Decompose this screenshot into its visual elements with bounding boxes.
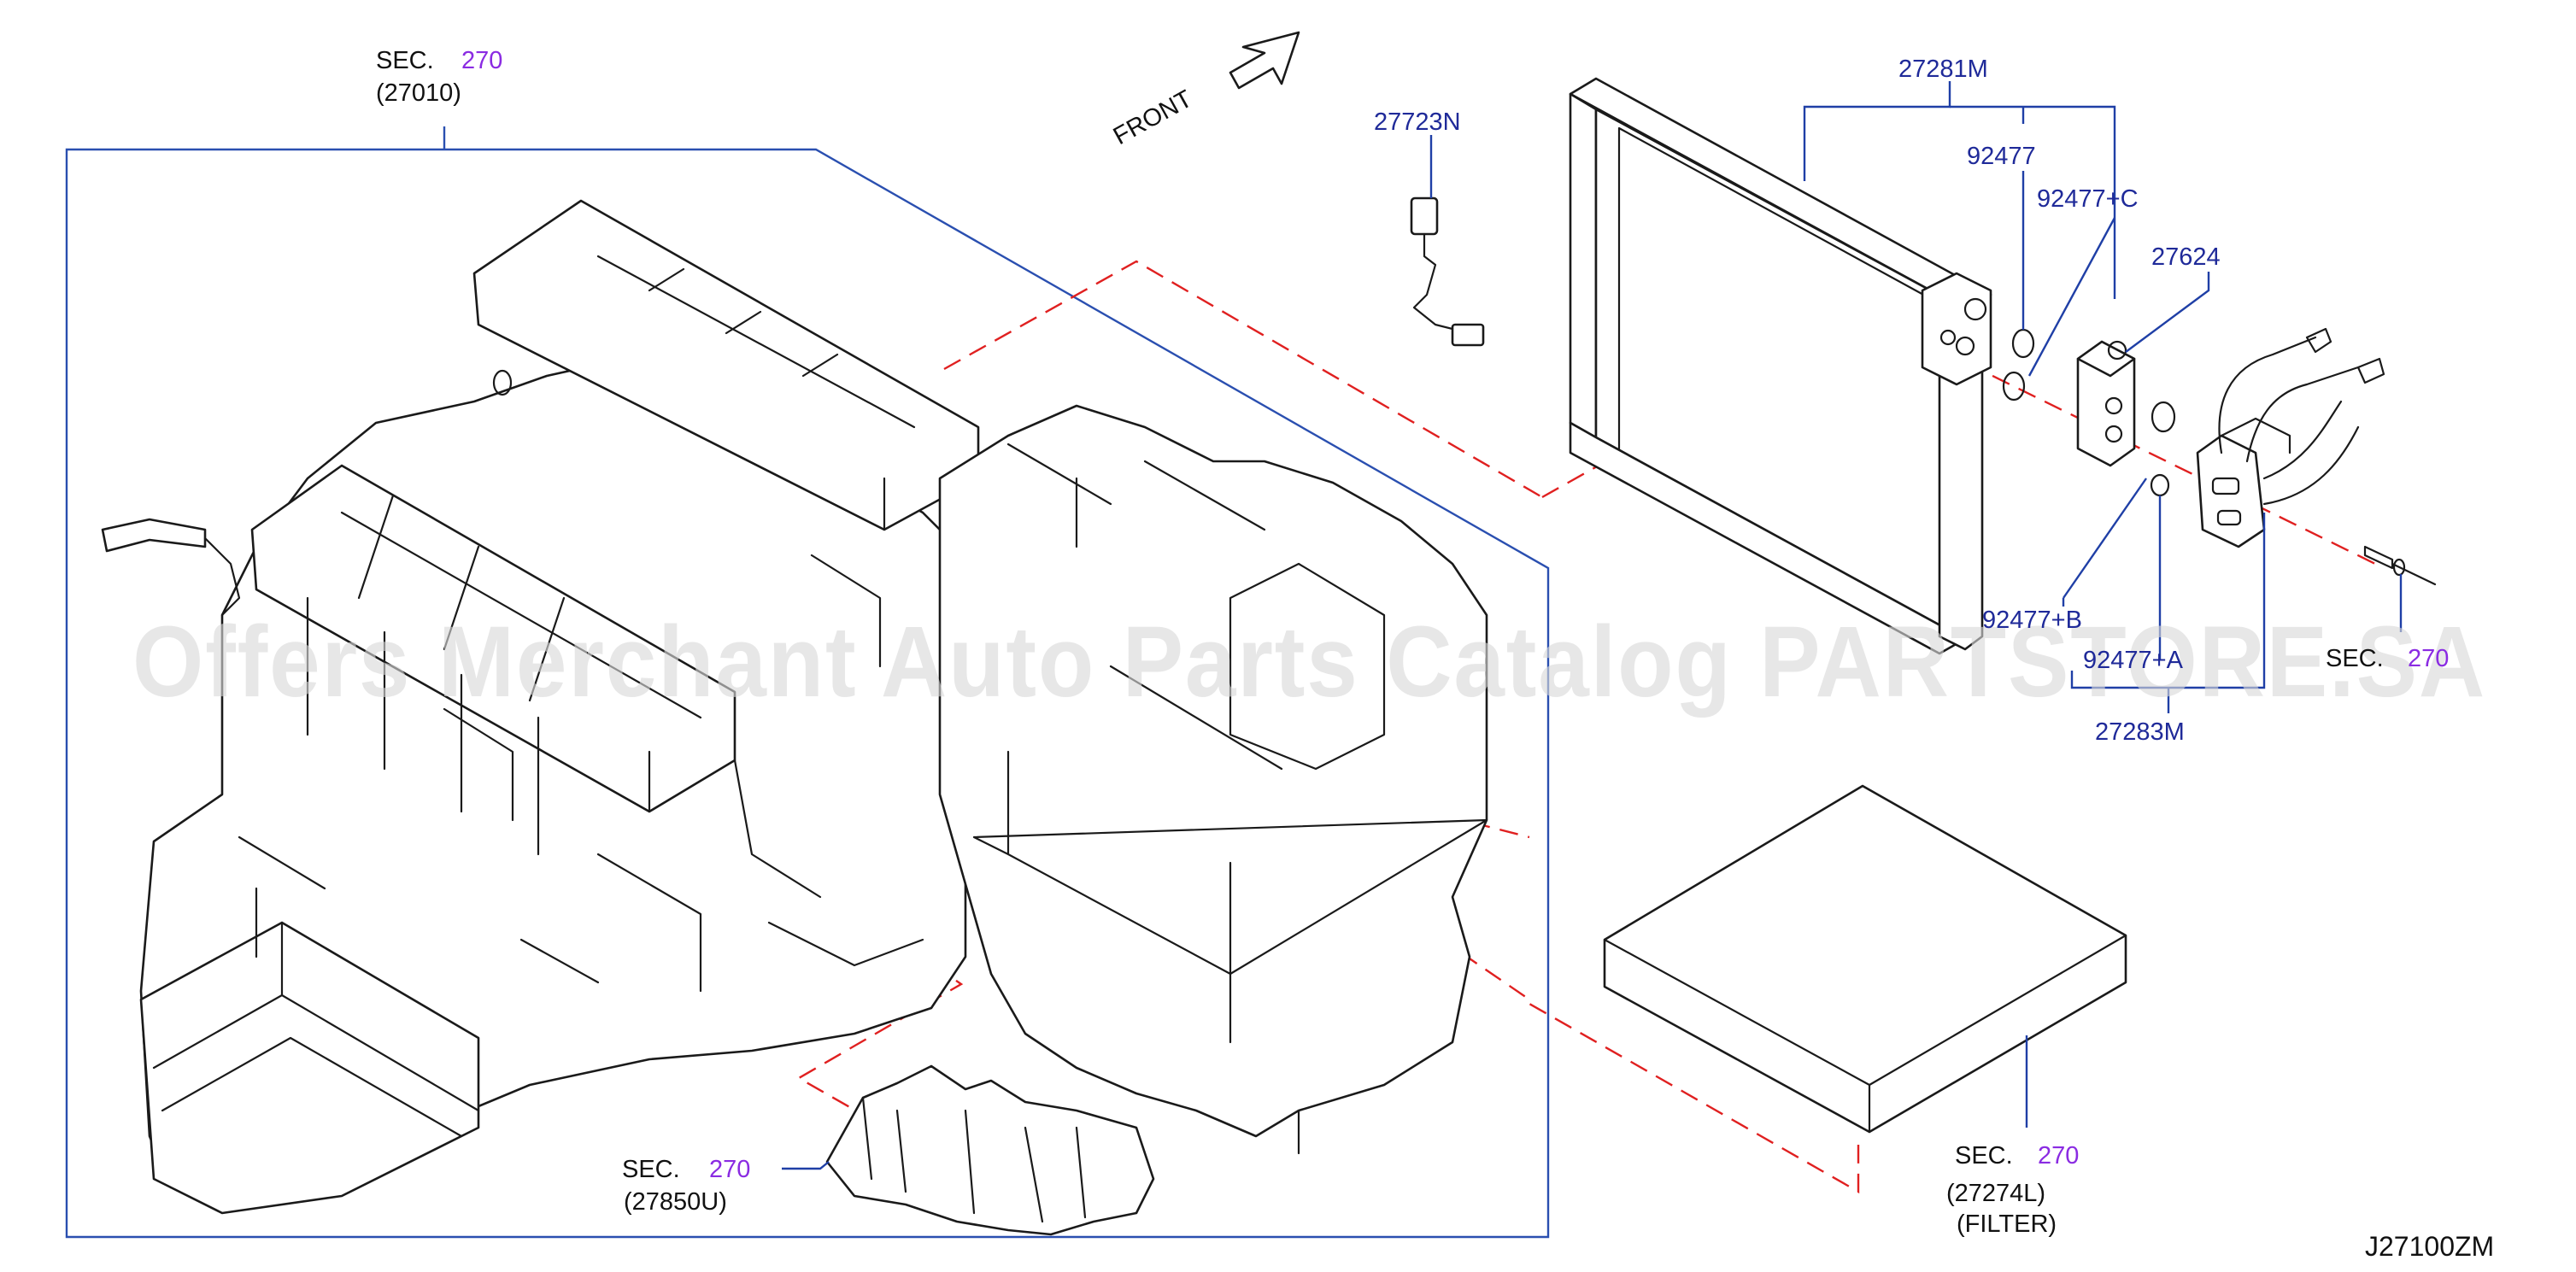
sec-text: SEC. [622,1156,680,1183]
sec-number[interactable]: 270 [709,1156,750,1183]
front-arrow-icon [1229,31,1300,90]
callout-27281M[interactable]: 27281M [1898,56,1988,83]
sec-code: (27274L) [1946,1180,2045,1207]
callout-27624[interactable]: 27624 [2151,243,2221,271]
sec-270-right-label: SEC. 270 [2326,645,2449,672]
pipe-assembly-part [2196,327,2385,548]
callout-27283M[interactable]: 27283M [2095,718,2185,746]
sec-text: SEC. [376,47,434,74]
sec-note: (FILTER) [1957,1210,2057,1238]
duct-bracket-part [825,1064,1155,1236]
sec-number[interactable]: 270 [2038,1142,2079,1169]
callout-27723N[interactable]: 27723N [1374,108,1461,136]
callout-leader-lines [782,81,2403,1170]
callout-92477B[interactable]: 92477+B [1982,607,2082,634]
expansion-valve-part [2076,340,2136,467]
sec-270-27850U-label: SEC. 270 (27850U) [622,1156,750,1216]
watermark-text: Offers Merchant Auto Parts Catalog PARTS… [132,606,2486,718]
sec-code: (27010) [376,79,461,107]
hvac-unit-assembly [101,199,1488,1215]
evaporator-core-part [1569,77,1992,655]
sec-270-27010-label: SEC. 270 (27010) [376,47,502,107]
callout-92477C[interactable]: 92477+C [2037,185,2139,213]
bolt-part [2363,545,2437,586]
sec-text: SEC. [1955,1142,2013,1169]
temperature-sensor-part [1410,196,1485,347]
cabin-filter-part [1603,784,2127,1134]
hvac-unit-frame [65,126,1550,1239]
front-label: FRONT [1109,85,1197,151]
callout-92477[interactable]: 92477 [1967,143,2036,170]
diagram-reference-code: J27100ZM [2365,1231,2494,1262]
sec-code: (27850U) [624,1188,727,1216]
sec-270-27274L-label: SEC. 270 (27274L) (FILTER) [1946,1142,2079,1238]
sec-text: SEC. [2326,645,2384,672]
callout-92477A[interactable]: 92477+A [2083,647,2184,674]
sec-number[interactable]: 270 [2408,645,2449,672]
sec-number[interactable]: 270 [461,47,502,74]
